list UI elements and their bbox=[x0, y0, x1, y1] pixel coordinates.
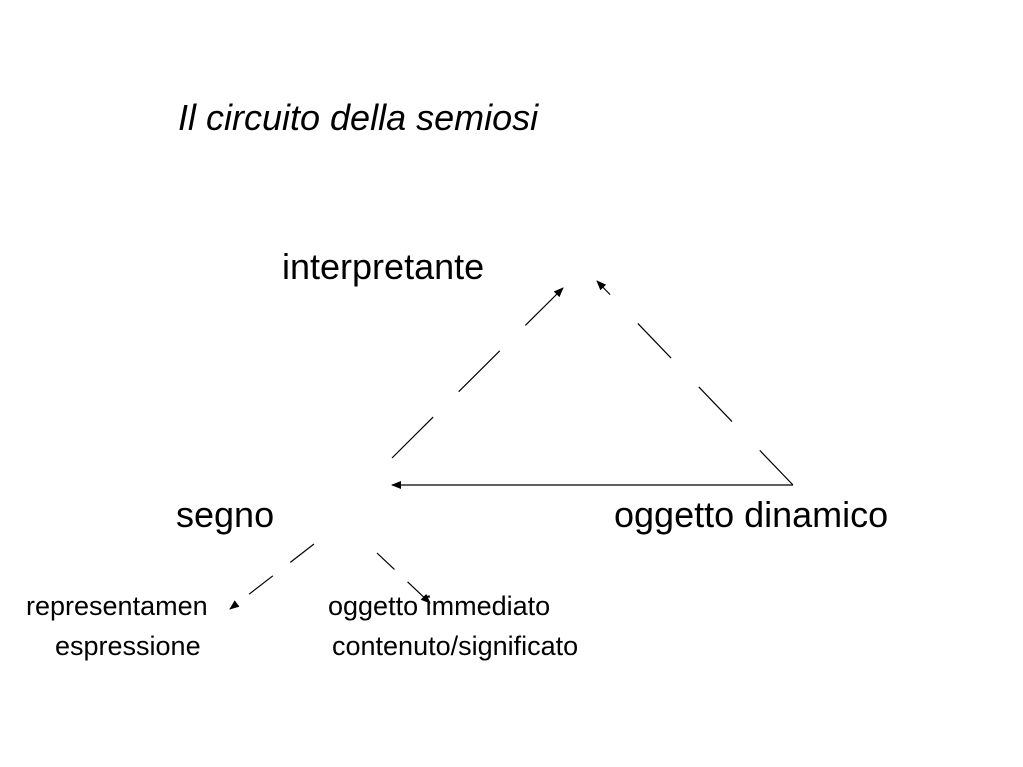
node-interpretante: interpretante bbox=[282, 246, 485, 287]
node-segno: segno bbox=[176, 494, 275, 535]
diagram-title: Il circuito della semiosi bbox=[178, 97, 539, 138]
node-representamen: representamen bbox=[26, 591, 208, 621]
node-oggetto-immediato: oggetto immediato bbox=[328, 591, 551, 621]
edge-oggetto-dinamico-interpretante bbox=[596, 280, 794, 486]
node-contenuto-significato: contenuto/significato bbox=[332, 631, 579, 661]
node-oggetto-dinamico: oggetto dinamico bbox=[614, 494, 889, 535]
node-espressione: espressione bbox=[55, 631, 201, 661]
edge-segno-representamen bbox=[229, 543, 315, 610]
edge-segno-oggetto-immediato bbox=[376, 552, 431, 604]
edge-segno-interpretante bbox=[391, 287, 564, 459]
